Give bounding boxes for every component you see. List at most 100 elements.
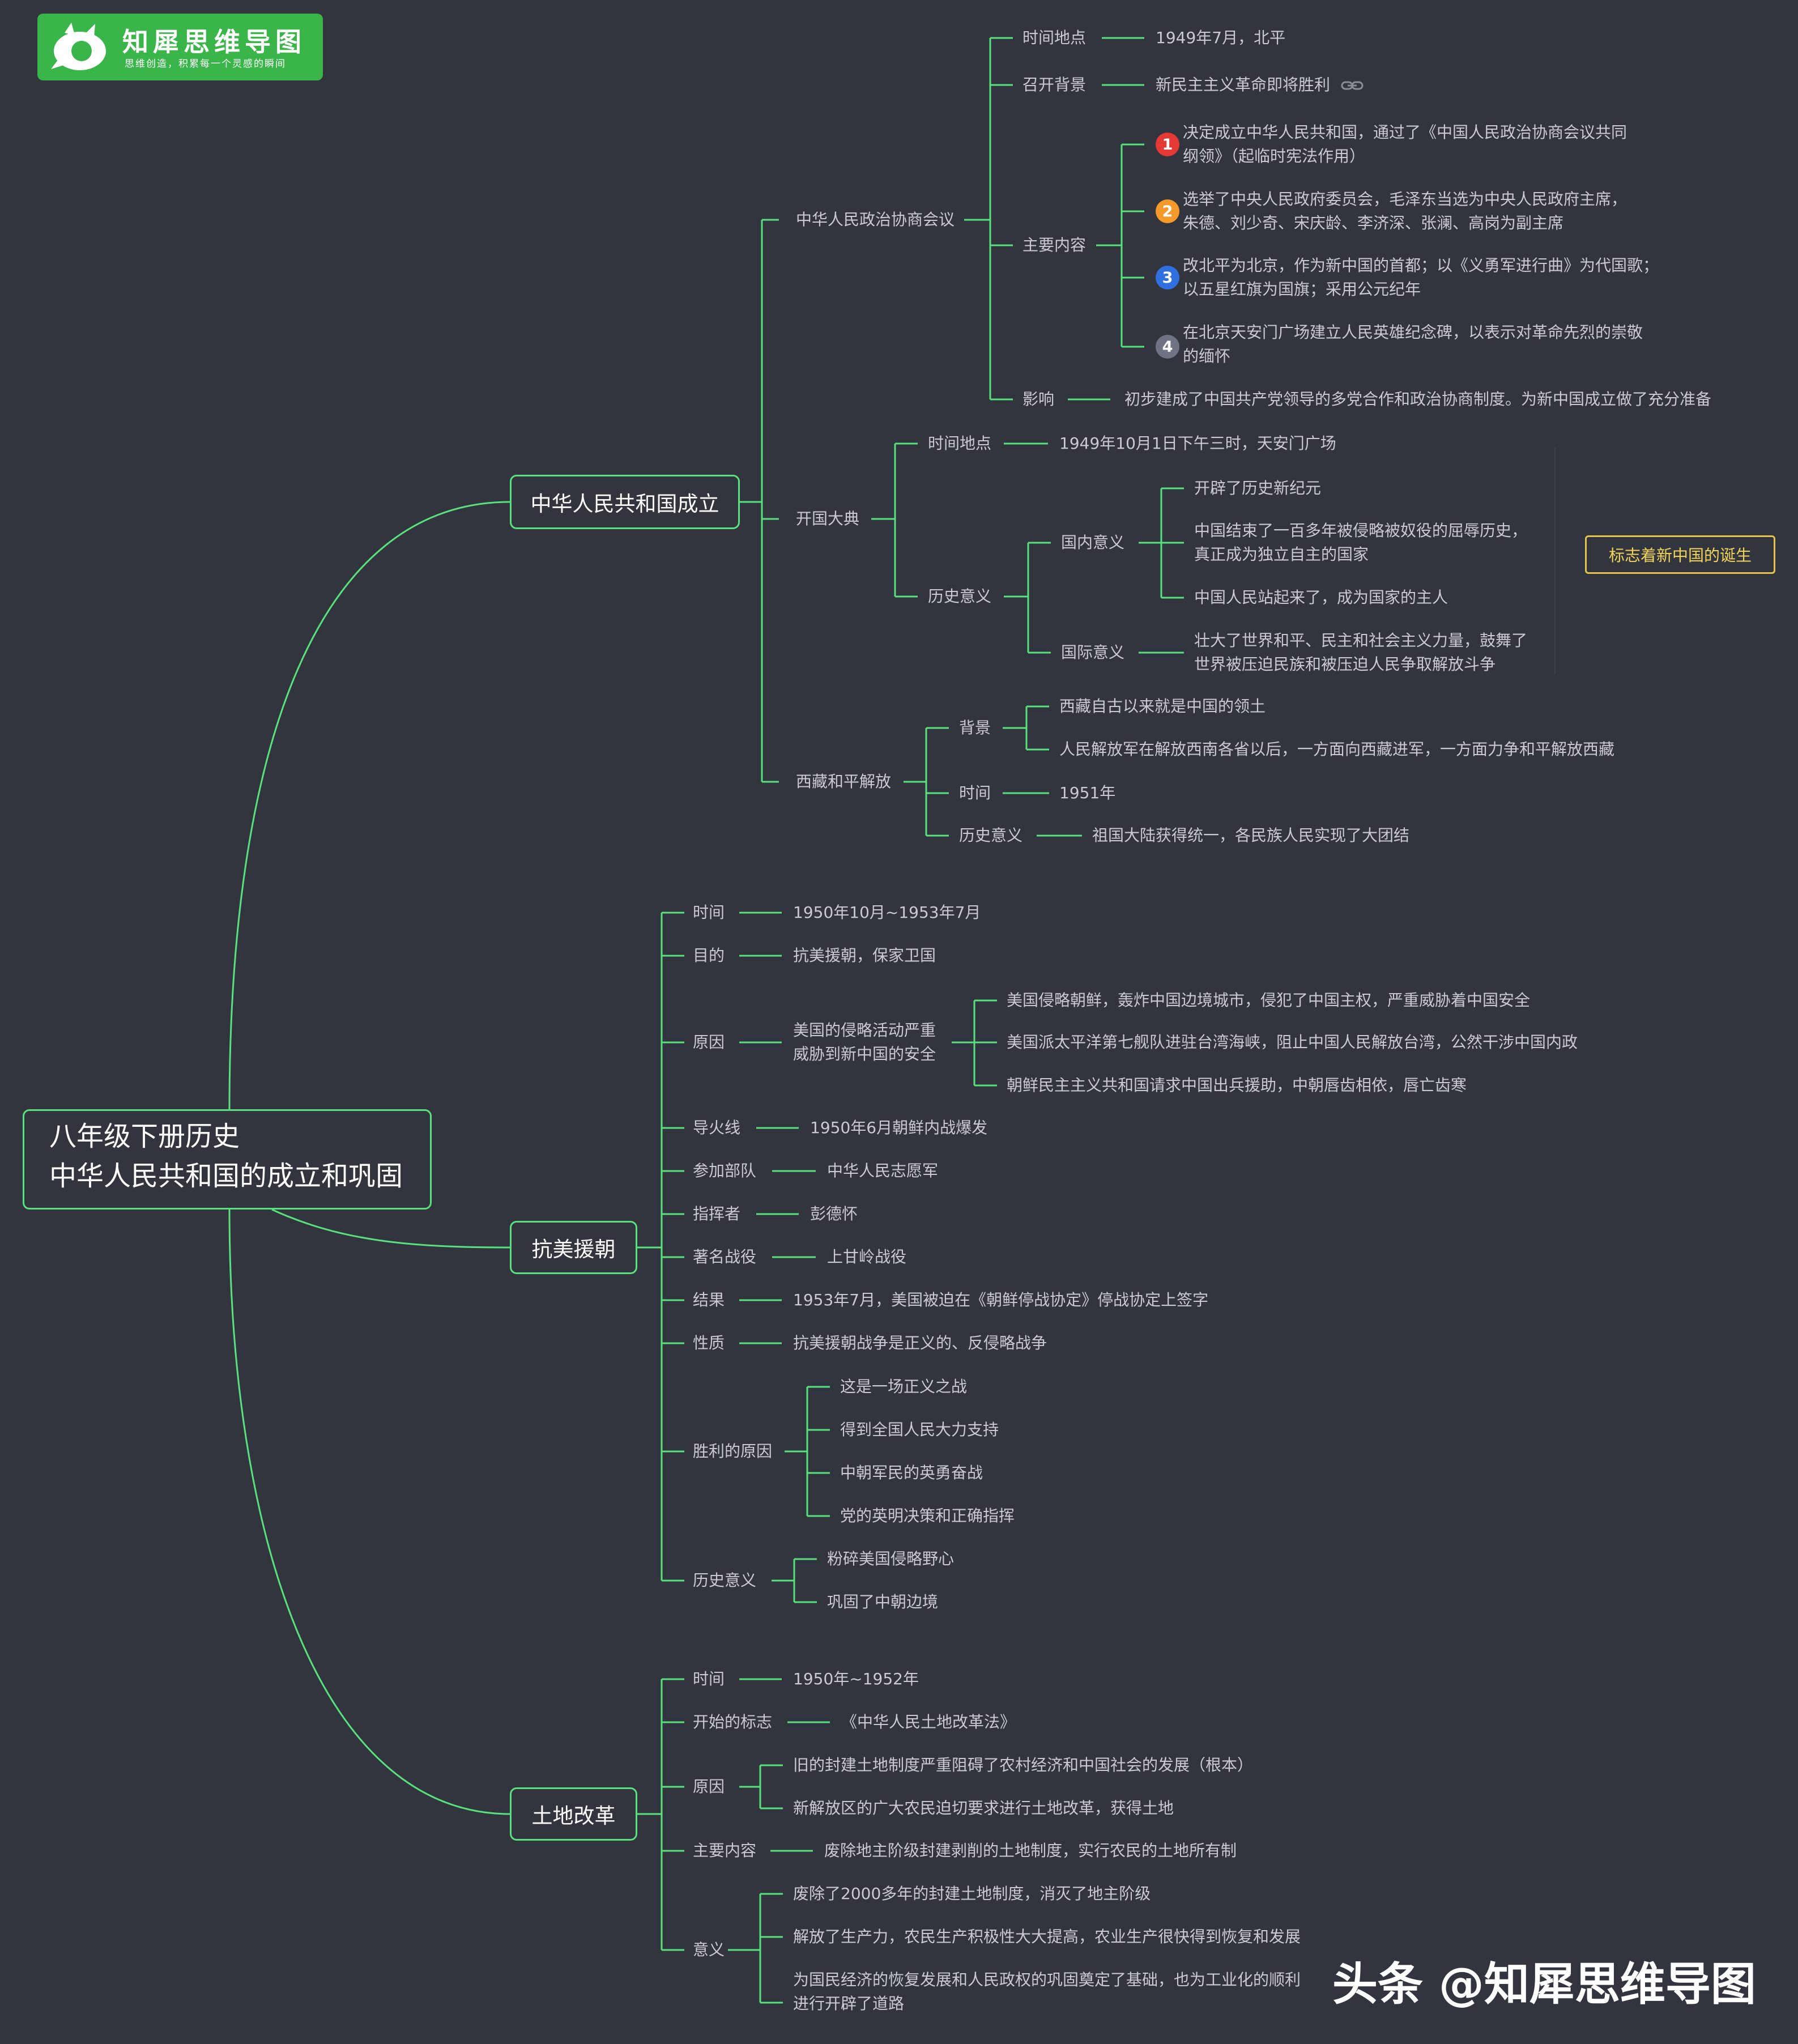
tibet-background-item-1[interactable]: 西藏自古以来就是中国的领土 [1059, 697, 1266, 716]
domestic-item-2[interactable]: 中国结束了一百多年被侵略被奴役的屈辱历史， 真正成为独立自主的国家 [1194, 519, 1527, 567]
tibet-time-label[interactable]: 时间 [959, 783, 991, 802]
korea-cause-summary-line1: 美国的侵略活动严重 [793, 1021, 936, 1040]
number-3-icon: 3 [1156, 266, 1179, 289]
tibet-background-item-2[interactable]: 人民解放军在解放西南各省以后，一方面向西藏进军，一方面力争和平解放西藏 [1059, 740, 1615, 759]
logo: 知犀思维导图 思维创造，积累每一个灵感的瞬间 [37, 14, 323, 80]
tibet-node[interactable]: 西藏和平解放 [796, 772, 892, 791]
ceremony-time-label[interactable]: 时间地点 [928, 434, 992, 453]
korea-significance-item-2[interactable]: 巩固了中朝边境 [827, 1592, 939, 1611]
international-line1: 壮大了世界和平、民主和社会主义力量，鼓舞了 [1194, 631, 1528, 650]
korea-significance-item-1[interactable]: 粉碎美国侵略野心 [827, 1549, 955, 1568]
cppcc-content-item-4[interactable]: 在北京天安门广场建立人民英雄纪念碑，以表示对革命先烈的崇敬 的缅怀 [1183, 321, 1643, 368]
number-4-icon: 4 [1156, 335, 1179, 359]
summary-callout[interactable]: 标志着新中国的诞生 [1585, 535, 1775, 574]
korea-result-value[interactable]: 1953年7月，美国被迫在《朝鲜停战协定》停战协定上签字 [793, 1291, 1209, 1309]
korea-cause-item-3[interactable]: 朝鲜民主主义共和国请求中国出兵援助，中朝唇齿相依，唇亡齿寒 [1007, 1076, 1467, 1095]
international-line2: 世界被压迫民族和被压迫人民争取解放斗争 [1194, 655, 1496, 674]
root-node[interactable]: 八年级下册历史 中华人民共和国的成立和巩固 [23, 1109, 432, 1210]
cppcc-impact-value[interactable]: 初步建成了中国共产党领导的多党合作和政治协商制度。为新中国成立做了充分准备 [1124, 390, 1712, 408]
korea-battle-value[interactable]: 上甘岭战役 [827, 1247, 907, 1266]
korea-victory-item-2[interactable]: 得到全国人民大力支持 [840, 1420, 999, 1439]
logo-title: 知犀思维导图 [122, 27, 306, 57]
korea-cause-label[interactable]: 原因 [693, 1033, 725, 1051]
land-content-label[interactable]: 主要内容 [693, 1841, 757, 1860]
branch-founding[interactable]: 中华人民共和国成立 [510, 475, 740, 529]
korea-fuse-value[interactable]: 1950年6月朝鲜内战爆发 [810, 1118, 988, 1137]
korea-troops-value[interactable]: 中华人民志愿军 [827, 1161, 939, 1180]
korea-fuse-label[interactable]: 导火线 [693, 1118, 741, 1137]
cppcc-content-item-1-line2: 纲领》（起临时宪法作用） [1183, 147, 1366, 165]
land-start-label[interactable]: 开始的标志 [693, 1713, 773, 1731]
land-meaning-item-3-line1: 为国民经济的恢复发展和人民政权的巩固奠定了基础，也为工业化的顺利 [793, 1970, 1301, 1989]
korea-result-label[interactable]: 结果 [693, 1291, 725, 1309]
korea-nature-value[interactable]: 抗美援朝战争是正义的、反侵略战争 [793, 1334, 1047, 1352]
link-icon[interactable] [1341, 79, 1364, 92]
root-line2: 中华人民共和国的成立和巩固 [49, 1160, 403, 1192]
root-line1: 八年级下册历史 [49, 1121, 240, 1152]
cppcc-content-item-3[interactable]: 改北平为北京，作为新中国的首都；以《义勇军进行曲》为代国歌； 以五星红旗为国旗；… [1183, 254, 1659, 301]
land-cause-item-2[interactable]: 新解放区的广大农民迫切要求进行土地改革，获得土地 [793, 1799, 1174, 1817]
ceremony-significance-label[interactable]: 历史意义 [928, 587, 992, 606]
land-meaning-item-3[interactable]: 为国民经济的恢复发展和人民政权的巩固奠定了基础，也为工业化的顺利 进行开辟了道路 [793, 1968, 1301, 2016]
korea-victory-label[interactable]: 胜利的原因 [693, 1442, 773, 1460]
branch-korea[interactable]: 抗美援朝 [510, 1221, 637, 1274]
cppcc-content-item-3-line1: 改北平为北京，作为新中国的首都；以《义勇军进行曲》为代国歌； [1183, 256, 1659, 275]
korea-victory-item-4[interactable]: 党的英明决策和正确指挥 [840, 1506, 1015, 1525]
land-content-value[interactable]: 废除地主阶级封建剥削的土地制度，实行农民的土地所有制 [824, 1841, 1237, 1860]
land-time-value[interactable]: 1950年~1952年 [793, 1670, 919, 1688]
tibet-background-label[interactable]: 背景 [959, 718, 991, 737]
korea-victory-item-1[interactable]: 这是一场正义之战 [840, 1377, 968, 1396]
domestic-item-2-line1: 中国结束了一百多年被侵略被奴役的屈辱历史， [1194, 521, 1528, 540]
land-meaning-item-1[interactable]: 废除了2000多年的封建土地制度，消灭了地主阶级 [793, 1884, 1151, 1903]
korea-goal-value[interactable]: 抗美援朝，保家卫国 [793, 946, 936, 965]
tibet-significance-label[interactable]: 历史意义 [959, 826, 1023, 845]
cppcc-impact-label[interactable]: 影响 [1022, 390, 1055, 408]
ceremony-node[interactable]: 开国大典 [796, 509, 860, 528]
domestic-item-1[interactable]: 开辟了历史新纪元 [1194, 479, 1322, 497]
korea-significance-label[interactable]: 历史意义 [693, 1571, 757, 1590]
land-meaning-item-3-line2: 进行开辟了道路 [793, 1994, 905, 2013]
korea-cause-summary[interactable]: 美国的侵略活动严重 威胁到新中国的安全 [793, 1019, 936, 1066]
cppcc-time-label[interactable]: 时间地点 [1022, 28, 1087, 47]
cppcc-content-item-4-line1: 在北京天安门广场建立人民英雄纪念碑，以表示对革命先烈的崇敬 [1183, 323, 1643, 342]
cppcc-background-value[interactable]: 新民主主义革命即将胜利 [1156, 73, 1364, 97]
korea-nature-label[interactable]: 性质 [693, 1334, 725, 1352]
land-meaning-item-2[interactable]: 解放了生产力，农民生产积极性大大提高，农业生产很快得到恢复和发展 [793, 1927, 1301, 1946]
domestic-significance-label[interactable]: 国内意义 [1061, 533, 1125, 552]
tibet-significance-value[interactable]: 祖国大陆获得统一，各民族人民实现了大团结 [1092, 826, 1410, 845]
cppcc-content-item-1[interactable]: 决定成立中华人民共和国，通过了《中国人民政治协商会议共同 纲领》（起临时宪法作用… [1183, 121, 1627, 168]
land-meaning-label[interactable]: 意义 [693, 1940, 725, 1959]
cppcc-content-item-2[interactable]: 选举了中央人民政府委员会，毛泽东当选为中央人民政府主席， 朱德、刘少奇、宋庆龄、… [1183, 188, 1627, 235]
land-time-label[interactable]: 时间 [693, 1670, 725, 1688]
international-significance-label[interactable]: 国际意义 [1061, 643, 1125, 662]
rhino-logo-icon [51, 23, 106, 70]
branch-land-reform[interactable]: 土地改革 [510, 1787, 637, 1841]
korea-troops-label[interactable]: 参加部队 [693, 1161, 757, 1180]
korea-cause-item-2[interactable]: 美国派太平洋第七舰队进驻台湾海峡，阻止中国人民解放台湾，公然干涉中国内政 [1007, 1033, 1578, 1051]
number-1-icon: 1 [1156, 133, 1179, 156]
korea-time-label[interactable]: 时间 [693, 903, 725, 922]
cppcc-background-text: 新民主主义革命即将胜利 [1156, 75, 1331, 94]
domestic-item-3[interactable]: 中国人民站起来了，成为国家的主人 [1194, 588, 1448, 607]
land-cause-label[interactable]: 原因 [693, 1777, 725, 1796]
number-2-icon: 2 [1156, 199, 1179, 223]
ceremony-time-value[interactable]: 1949年10月1日下午三时，天安门广场 [1059, 434, 1336, 453]
cppcc-time-value[interactable]: 1949年7月，北平 [1156, 28, 1286, 47]
land-cause-item-1[interactable]: 旧的封建土地制度严重阻碍了农村经济和中国社会的发展（根本） [793, 1756, 1254, 1774]
korea-cause-item-1[interactable]: 美国侵略朝鲜，轰炸中国边境城市，侵犯了中国主权，严重威胁着中国安全 [1007, 991, 1531, 1010]
tibet-time-value[interactable]: 1951年 [1059, 783, 1116, 802]
cppcc-node[interactable]: 中华人民政治协商会议 [796, 210, 955, 229]
cppcc-content-label[interactable]: 主要内容 [1022, 236, 1087, 254]
korea-commander-label[interactable]: 指挥者 [693, 1204, 741, 1223]
korea-battle-label[interactable]: 著名战役 [693, 1247, 757, 1266]
domestic-item-2-line2: 真正成为独立自主的国家 [1194, 545, 1369, 564]
korea-goal-label[interactable]: 目的 [693, 946, 725, 965]
korea-victory-item-3[interactable]: 中朝军民的英勇奋战 [840, 1463, 983, 1482]
cppcc-background-label[interactable]: 召开背景 [1022, 75, 1087, 94]
korea-commander-value[interactable]: 彭德怀 [810, 1204, 858, 1223]
korea-time-value[interactable]: 1950年10月~1953年7月 [793, 903, 981, 922]
land-start-value[interactable]: 《中华人民土地改革法》 [841, 1713, 1016, 1731]
international-significance-value[interactable]: 壮大了世界和平、民主和社会主义力量，鼓舞了 世界被压迫民族和被压迫人民争取解放斗… [1194, 629, 1527, 676]
